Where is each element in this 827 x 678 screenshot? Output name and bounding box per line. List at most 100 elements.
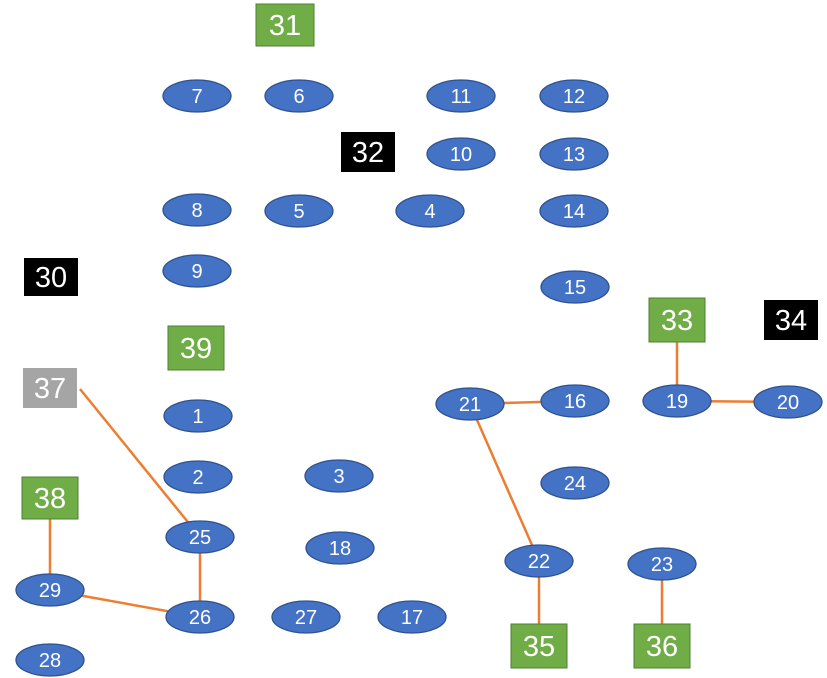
node-label: 8 xyxy=(191,200,202,222)
node-label: 17 xyxy=(401,607,423,629)
square-label: 31 xyxy=(269,10,301,42)
node-8: 8 xyxy=(162,193,232,227)
node-label: 2 xyxy=(192,467,203,489)
node-label: 22 xyxy=(528,551,550,573)
node-20: 20 xyxy=(753,385,823,419)
node-ellipse xyxy=(426,79,496,113)
node-ellipse xyxy=(540,466,610,500)
square-node-38: 38 xyxy=(21,476,79,520)
node-ellipse xyxy=(162,79,232,113)
node-ellipse xyxy=(395,194,465,228)
node-29: 29 xyxy=(15,573,85,607)
node-27: 27 xyxy=(271,600,341,634)
node-label: 28 xyxy=(39,650,61,672)
square-box xyxy=(341,132,395,172)
node-14: 14 xyxy=(539,194,609,228)
node-label: 24 xyxy=(564,473,586,495)
node-ellipse xyxy=(305,531,375,565)
node-label: 19 xyxy=(666,391,688,413)
node-18: 18 xyxy=(305,531,375,565)
square-label: 32 xyxy=(352,137,384,169)
node-label: 18 xyxy=(329,538,351,560)
square-box xyxy=(23,368,77,408)
node-label: 21 xyxy=(459,394,481,416)
node-label: 4 xyxy=(424,201,435,223)
node-12: 12 xyxy=(539,79,609,113)
square-label: 38 xyxy=(34,483,66,515)
node-label: 12 xyxy=(563,86,585,108)
node-ellipse xyxy=(162,254,232,288)
node-label: 25 xyxy=(189,527,211,549)
node-5: 5 xyxy=(264,194,334,228)
node-21: 21 xyxy=(435,387,505,421)
node-label: 1 xyxy=(192,406,203,428)
square-box xyxy=(24,258,78,296)
node-ellipse xyxy=(163,399,233,433)
node-3: 3 xyxy=(304,459,374,493)
node-ellipse xyxy=(15,643,85,677)
node-28: 28 xyxy=(15,643,85,677)
node-label: 9 xyxy=(191,261,202,283)
node-ellipse xyxy=(377,600,447,634)
square-label: 30 xyxy=(35,262,67,294)
square-label: 37 xyxy=(34,373,66,405)
square-label: 36 xyxy=(646,631,678,663)
node-9: 9 xyxy=(162,254,232,288)
node-23: 23 xyxy=(627,547,697,581)
square-node-37: 37 xyxy=(23,368,77,408)
edge-21-22 xyxy=(468,403,541,562)
square-node-36: 36 xyxy=(633,623,691,669)
square-node-31: 31 xyxy=(255,3,315,47)
node-label: 23 xyxy=(651,554,673,576)
node-ellipse xyxy=(165,600,235,634)
node-ellipse xyxy=(264,79,334,113)
node-ellipse xyxy=(627,547,697,581)
node-ellipse xyxy=(539,137,609,171)
node-ellipse xyxy=(264,194,334,228)
node-ellipse xyxy=(435,387,505,421)
node-16: 16 xyxy=(540,384,610,418)
node-ellipse xyxy=(504,544,574,578)
square-label: 35 xyxy=(523,631,555,663)
square-box xyxy=(21,476,79,520)
square-node-39: 39 xyxy=(167,325,225,371)
node-label: 11 xyxy=(451,86,472,108)
square-node-33: 33 xyxy=(648,297,706,343)
node-label: 16 xyxy=(564,391,586,413)
node-6: 6 xyxy=(264,79,334,113)
node-label: 7 xyxy=(191,86,202,108)
node-25: 25 xyxy=(165,520,235,554)
node-label: 20 xyxy=(777,392,799,414)
node-label: 27 xyxy=(295,607,317,629)
square-node-30: 30 xyxy=(24,258,78,296)
node-26: 26 xyxy=(165,600,235,634)
edge-37-25 xyxy=(79,388,201,538)
node-ellipse xyxy=(540,270,610,304)
node-ellipse xyxy=(753,385,823,419)
node-ellipse xyxy=(540,384,610,418)
square-label: 34 xyxy=(775,305,807,337)
node-10: 10 xyxy=(426,137,496,171)
node-label: 29 xyxy=(39,580,61,602)
node-15: 15 xyxy=(540,270,610,304)
square-node-34: 34 xyxy=(764,300,818,340)
node-22: 22 xyxy=(504,544,574,578)
node-label: 13 xyxy=(563,144,585,166)
node-ellipse xyxy=(539,79,609,113)
node-ellipse xyxy=(642,384,712,418)
square-box xyxy=(648,297,706,343)
node-4: 4 xyxy=(395,194,465,228)
node-13: 13 xyxy=(539,137,609,171)
square-node-35: 35 xyxy=(510,623,568,669)
node-ellipse xyxy=(426,137,496,171)
node-label: 3 xyxy=(333,466,344,488)
node-label: 10 xyxy=(450,144,472,166)
node-2: 2 xyxy=(163,460,233,494)
node-ellipse xyxy=(15,573,85,607)
square-box xyxy=(255,3,315,47)
node-ellipse xyxy=(304,459,374,493)
node-label: 26 xyxy=(189,607,211,629)
square-box xyxy=(510,623,568,669)
